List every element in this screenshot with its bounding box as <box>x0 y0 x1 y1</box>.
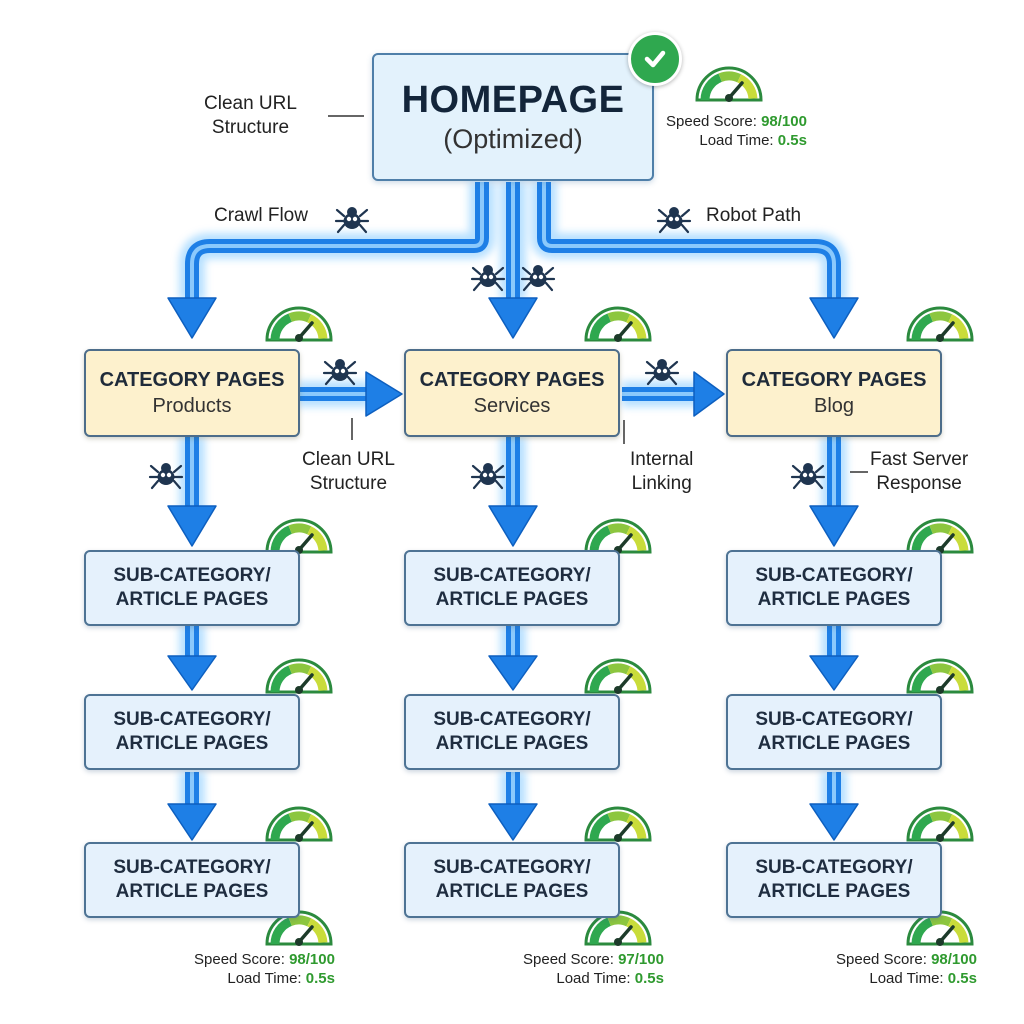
speed-gauge-icon <box>906 518 974 554</box>
crawler-bug-icon <box>656 207 692 234</box>
homepage-title: HOMEPAGE <box>401 79 625 121</box>
speed-gauge-icon <box>584 306 652 342</box>
category-subtitle: Products <box>152 395 232 417</box>
crawler-bug-icon <box>790 463 826 490</box>
subpage-node: SUB-CATEGORY/ARTICLE PAGES <box>404 694 620 770</box>
crawl-flow-label: Crawl Flow <box>214 205 308 226</box>
homepage-subtitle: (Optimized) <box>443 124 583 154</box>
speed-score-blog: Speed Score: 98/100 Load Time: 0.5s <box>836 951 977 987</box>
subpage-node: SUB-CATEGORY/ARTICLE PAGES <box>404 550 620 626</box>
subpage-node: SUB-CATEGORY/ARTICLE PAGES <box>84 842 300 918</box>
speed-gauge-icon <box>265 518 333 554</box>
speed-score-products: Speed Score: 98/100 Load Time: 0.5s <box>194 951 335 987</box>
category-title: CATEGORY PAGES <box>99 369 285 391</box>
category-subtitle: Services <box>473 395 551 417</box>
speed-score-services: Speed Score: 97/100 Load Time: 0.5s <box>523 951 664 987</box>
crawler-bug-icon <box>520 265 556 292</box>
speed-gauge-icon <box>906 306 974 342</box>
speed-gauge-icon <box>584 910 652 946</box>
speed-gauge-icon <box>584 658 652 694</box>
crawler-bug-icon <box>334 207 370 234</box>
subpage-node: SUB-CATEGORY/ARTICLE PAGES <box>726 550 942 626</box>
speed-score-top: Speed Score: 98/100 Load Time: 0.5s <box>666 113 807 149</box>
speed-gauge-icon <box>906 658 974 694</box>
category-node-blog: CATEGORY PAGES Blog <box>726 349 942 437</box>
robot-path-label: Robot Path <box>706 205 802 226</box>
category-title: CATEGORY PAGES <box>741 369 927 391</box>
speed-gauge-icon <box>584 806 652 842</box>
category-title: CATEGORY PAGES <box>419 369 605 391</box>
subpage-node: SUB-CATEGORY/ARTICLE PAGES <box>84 694 300 770</box>
subpage-node: SUB-CATEGORY/ARTICLE PAGES <box>726 842 942 918</box>
crawler-bug-icon <box>322 359 358 386</box>
category-node-products: CATEGORY PAGES Products <box>84 349 300 437</box>
speed-gauge-icon <box>265 910 333 946</box>
category-node-services: CATEGORY PAGES Services <box>404 349 620 437</box>
speed-gauge-icon <box>265 306 333 342</box>
speed-gauge-icon <box>584 518 652 554</box>
speed-gauge-icon <box>265 658 333 694</box>
speed-gauge-icon <box>906 910 974 946</box>
check-icon <box>628 32 682 86</box>
speed-gauge-icon <box>265 806 333 842</box>
subpage-node: SUB-CATEGORY/ARTICLE PAGES <box>84 550 300 626</box>
crawler-bug-icon <box>470 265 506 292</box>
crawler-bug-icon <box>148 463 184 490</box>
speed-gauge-icon <box>906 806 974 842</box>
speed-gauge-icon <box>695 66 763 102</box>
crawler-bug-icon <box>644 359 680 386</box>
crawler-bug-icon <box>470 463 506 490</box>
subpage-node: SUB-CATEGORY/ARTICLE PAGES <box>404 842 620 918</box>
homepage-node: HOMEPAGE (Optimized) <box>372 53 654 181</box>
category-subtitle: Blog <box>813 395 855 417</box>
subpage-node: SUB-CATEGORY/ARTICLE PAGES <box>726 694 942 770</box>
